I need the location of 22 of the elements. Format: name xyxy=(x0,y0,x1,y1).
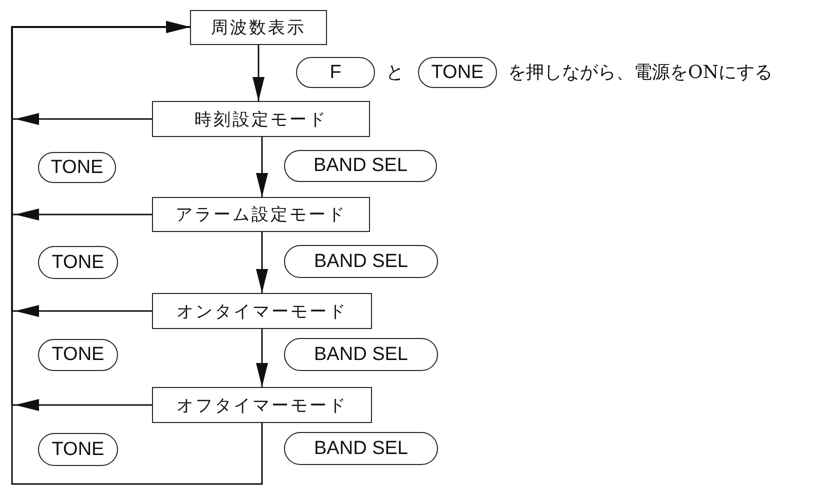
key-button: F xyxy=(296,57,375,88)
mode-box: 時刻設定モード xyxy=(152,101,370,137)
key-button: TONE xyxy=(38,152,116,183)
key-button: TONE xyxy=(38,339,118,371)
mode-box: 周波数表示 xyxy=(190,10,327,45)
arrow xyxy=(252,45,264,101)
mode-box: オフタイマーモード xyxy=(152,387,372,423)
key-button: TONE xyxy=(38,246,118,279)
key-button: BAND SEL xyxy=(284,150,437,182)
mode-box: オンタイマーモード xyxy=(152,293,372,329)
arrow xyxy=(11,21,263,485)
arrow xyxy=(256,137,268,197)
key-button: BAND SEL xyxy=(284,338,438,371)
key-button: TONE xyxy=(38,433,118,466)
arrow xyxy=(256,329,268,387)
key-button: BAND SEL xyxy=(284,432,438,465)
key-button: BAND SEL xyxy=(284,245,438,278)
arrow xyxy=(256,232,268,293)
mode-box: アラーム設定モード xyxy=(152,197,370,232)
instruction-text: を押しながら、電源をONにする xyxy=(508,61,773,84)
instruction-text: と xyxy=(386,61,404,84)
key-button: TONE xyxy=(418,57,497,88)
